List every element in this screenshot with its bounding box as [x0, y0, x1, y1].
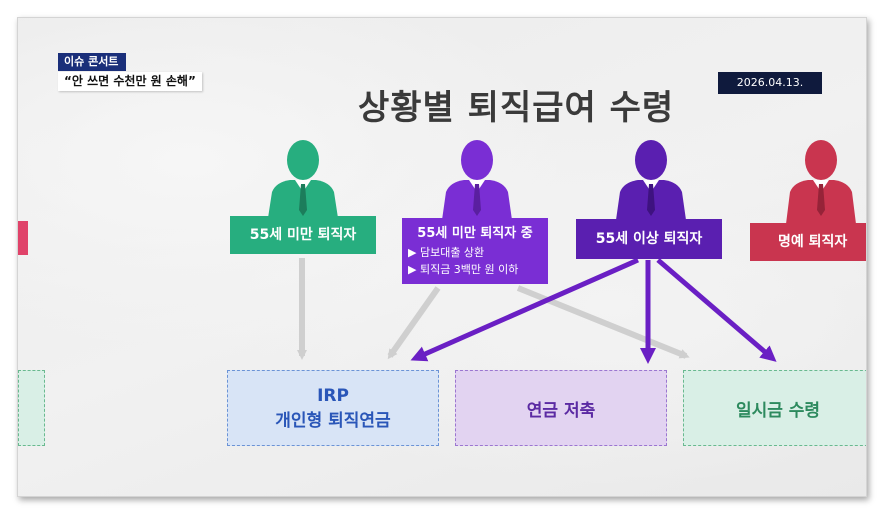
label-under-55: 55세 미만 퇴직자: [230, 216, 376, 254]
broadcast-date: 2026.04.13.: [718, 72, 822, 94]
news-segment-badge: 이슈 콘서트: [58, 53, 126, 71]
video-frame: 55세 미만 퇴직자 55세 미만 퇴직자 중 ▶ 담보대출 상환 ▶ 퇴직금 …: [17, 17, 867, 497]
label-honorary-retiree: 명예 퇴직자: [750, 223, 866, 261]
destination-irp-title: IRP: [317, 385, 349, 406]
arrow-senior-to-lump: [656, 258, 777, 362]
destination-lump-sum: 일시금 수령: [683, 370, 866, 446]
label-under-55-exception-title: 55세 미만 퇴직자 중: [417, 226, 533, 241]
condition-severance-under-3m: ▶ 퇴직금 3백만 원 이하: [408, 263, 519, 276]
destination-pension-savings: 연금 저축: [455, 370, 667, 446]
destination-irp-subtitle: 개인형 퇴직연금: [275, 410, 391, 431]
destination-irp: IRP 개인형 퇴직연금: [227, 370, 439, 446]
partial-red-label: [18, 221, 28, 255]
label-under-55-exception: 55세 미만 퇴직자 중 ▶ 담보대출 상환 ▶ 퇴직금 3백만 원 이하: [402, 218, 548, 284]
person-icon-green: [264, 138, 342, 218]
condition-loan-repayment: ▶ 담보대출 상환: [408, 246, 485, 259]
person-icon-red: [782, 138, 860, 224]
arrow-purple-to-lump: [516, 285, 690, 359]
partial-green-box: [18, 370, 45, 446]
arrow-senior-to-irp: [410, 257, 640, 362]
arrow-purple-to-irp: [387, 286, 441, 360]
destination-lump-sum-title: 일시금 수령: [735, 400, 821, 421]
arrows-layer: [297, 257, 777, 364]
person-icon-purple: [438, 138, 516, 220]
destination-pension-savings-title: 연금 저축: [526, 400, 596, 421]
label-55-and-over: 55세 이상 퇴직자: [576, 219, 722, 259]
news-headline: “안 쓰면 수천만 원 손해”: [58, 72, 202, 91]
person-icon-indigo: [612, 138, 690, 220]
diagram-title: 상황별 퇴직급여 수령: [358, 88, 675, 128]
